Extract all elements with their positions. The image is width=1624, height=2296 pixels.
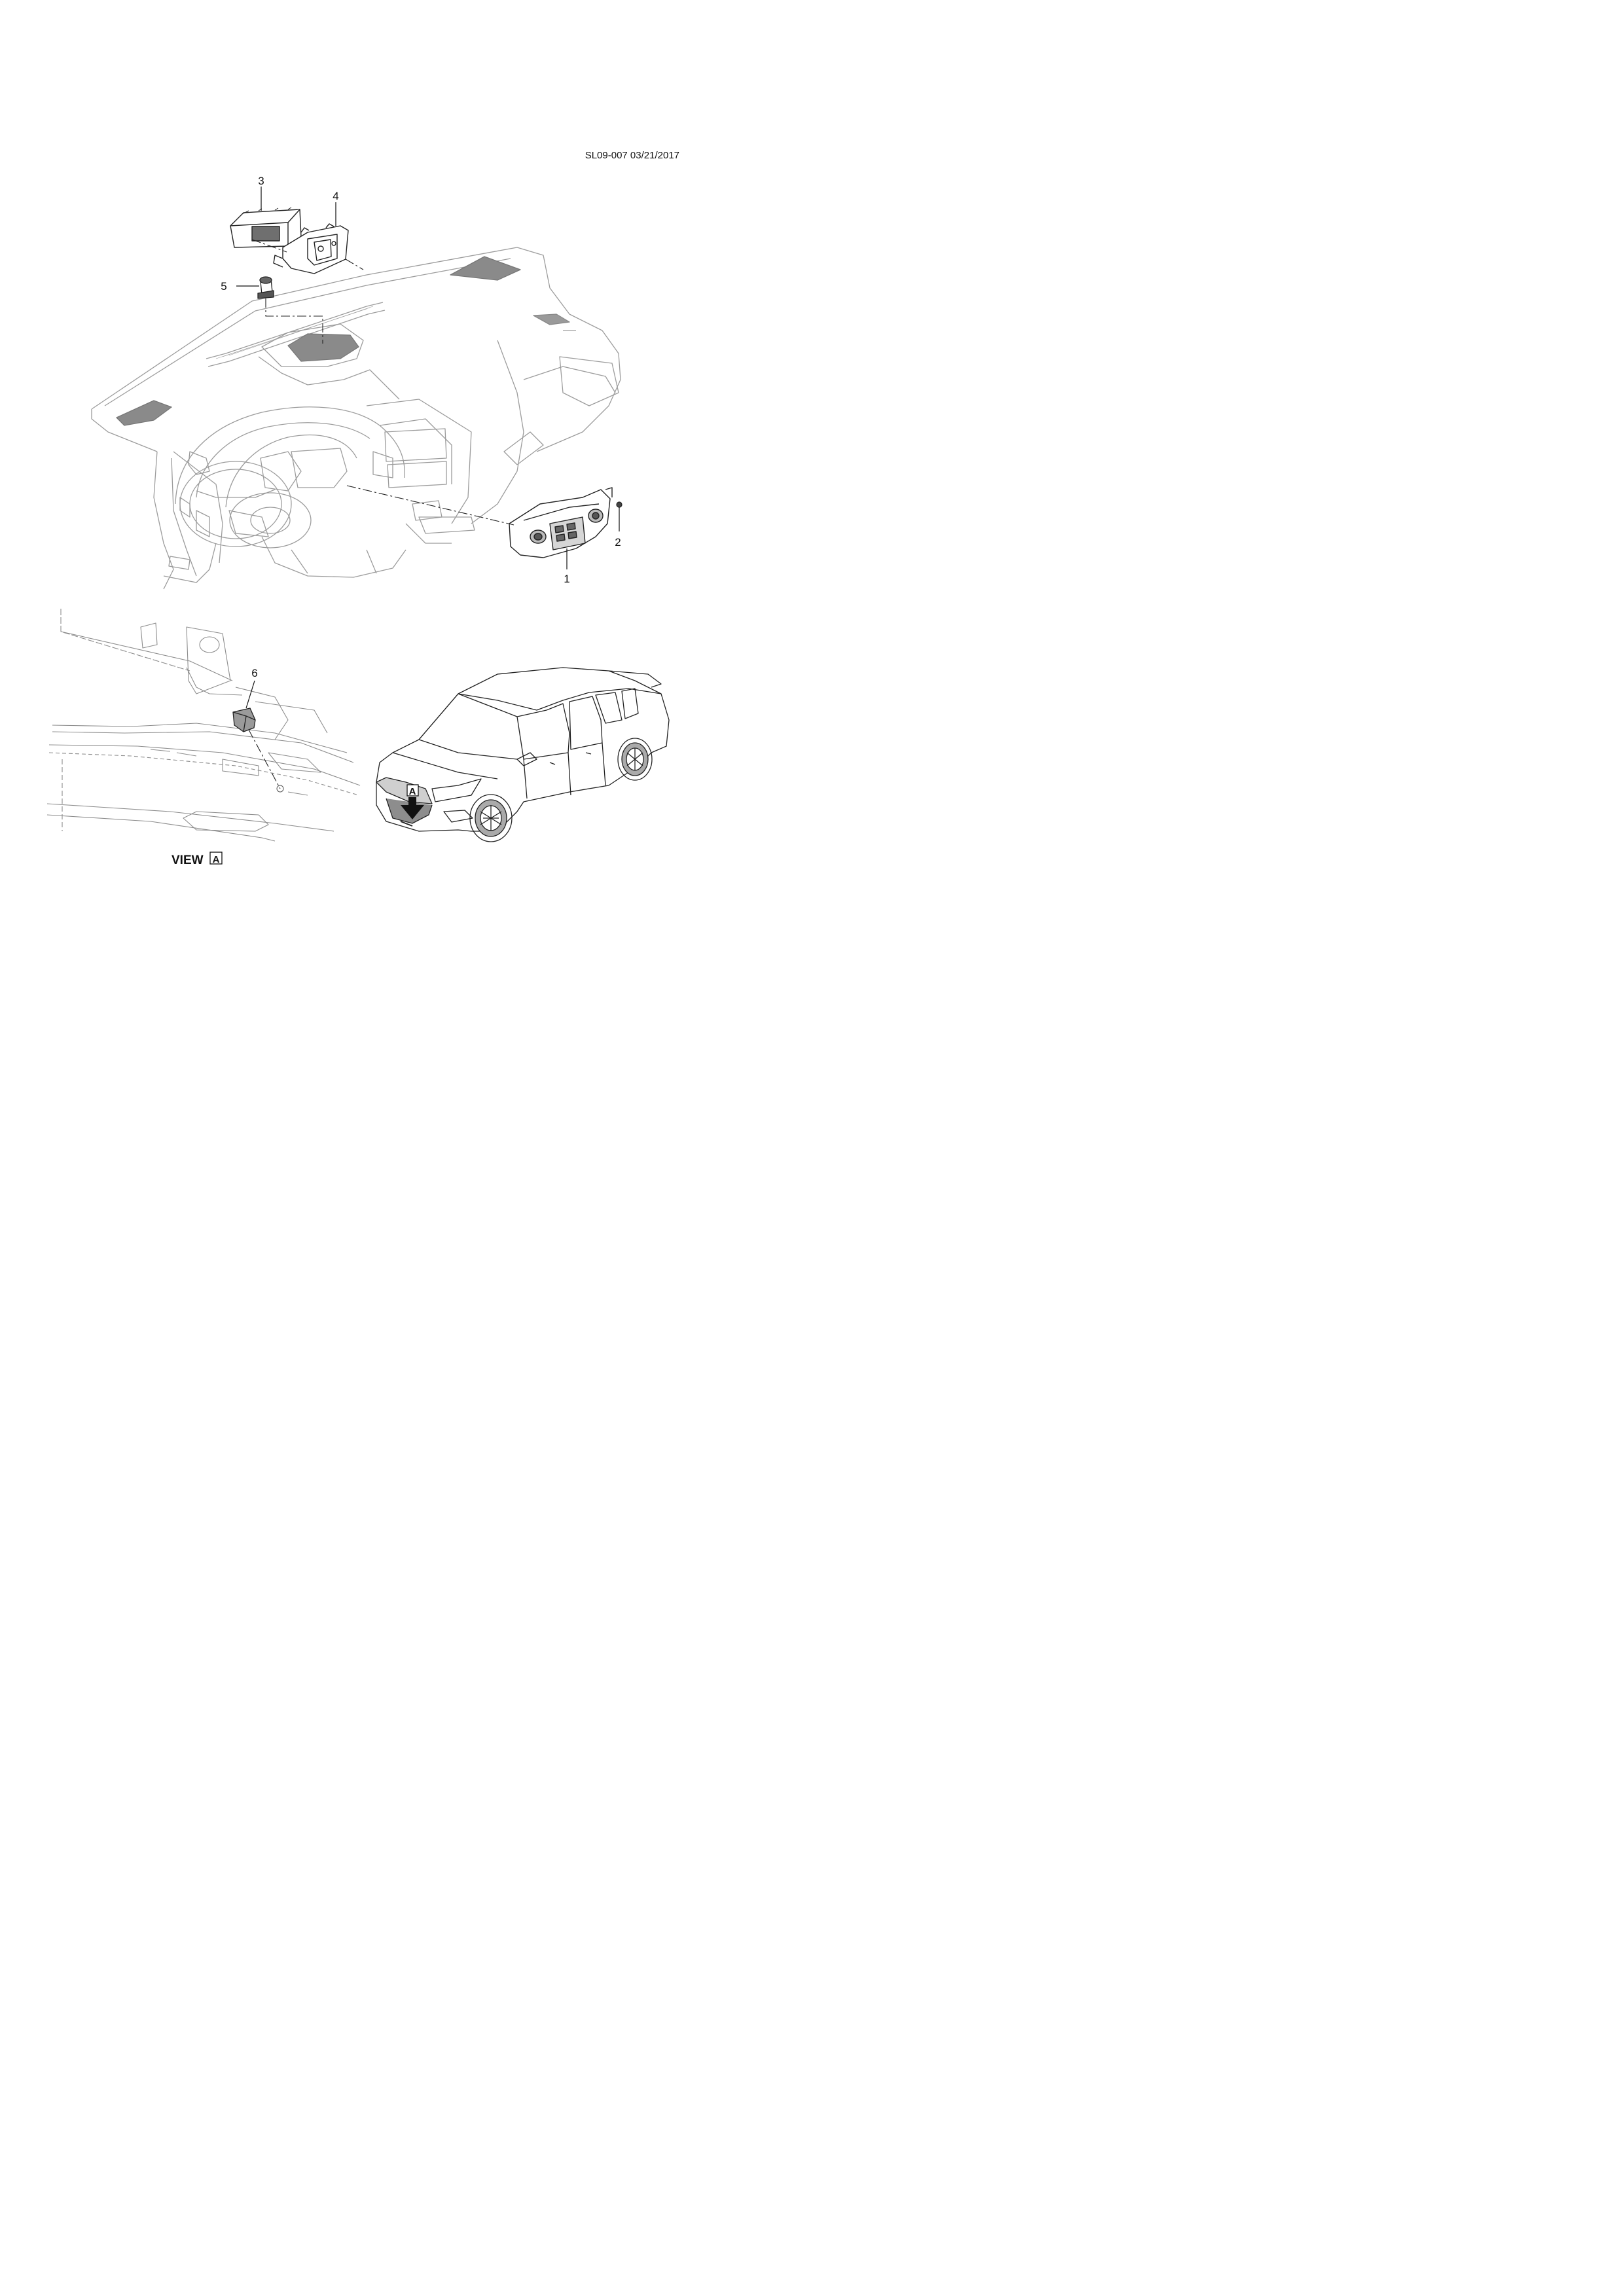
center-lines: [251, 239, 514, 526]
parts-diagram: SL09-007 03/21/2017: [46, 150, 679, 867]
car-arrow-letter: A: [409, 786, 416, 797]
front-wheel: [469, 794, 513, 842]
callout-5: 5: [221, 280, 226, 293]
display-module-part: [230, 207, 302, 248]
center-line-6: [248, 729, 281, 789]
hvac-control-panel-part: [509, 487, 613, 558]
bracket-part: [273, 223, 349, 274]
mount-hole: [276, 785, 284, 793]
callout-2: 2: [615, 536, 621, 548]
callout-1: 1: [564, 573, 569, 585]
callout-6: 6: [251, 667, 257, 679]
view-a-detail-illustration: [46, 609, 361, 842]
view-a-letter: A: [213, 854, 220, 865]
view-a-label: VIEW: [171, 853, 204, 867]
view-a-arrow: [401, 784, 424, 819]
screw-part: [616, 501, 623, 508]
rear-wheel: [617, 738, 653, 781]
sensor-part: [257, 276, 274, 299]
leader-lines: [236, 187, 620, 569]
callout-4: 4: [333, 190, 338, 202]
leader-line-6: [245, 680, 255, 709]
switch-part: [232, 708, 256, 732]
view-a-letter-box: [209, 852, 223, 865]
dashboard-assembly-illustration: [91, 247, 621, 590]
drawing-code: SL09-007 03/21/2017: [585, 150, 679, 161]
callout-3: 3: [258, 175, 264, 187]
